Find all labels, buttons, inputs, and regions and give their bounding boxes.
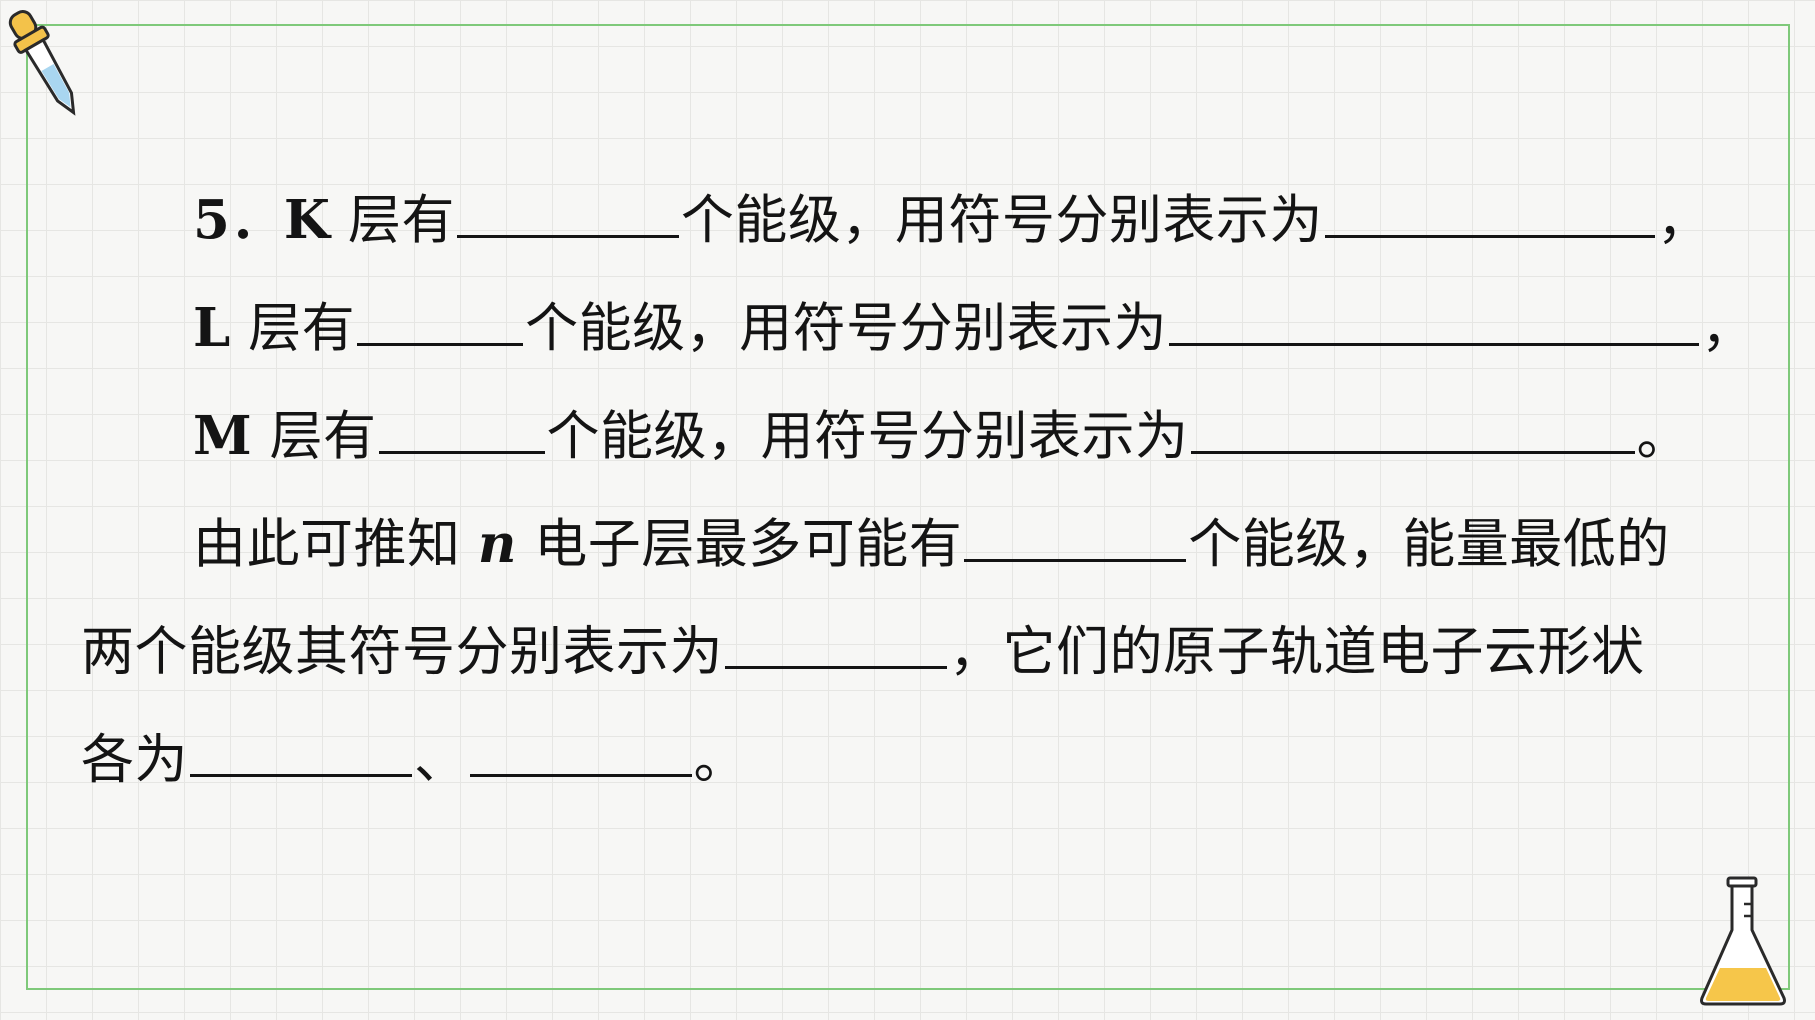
l-sublevel-count-blank[interactable]	[357, 293, 524, 346]
line3-end: 。	[1636, 406, 1691, 467]
l-sublevel-symbols-blank[interactable]	[1169, 293, 1700, 346]
question-line-2: L 层有 个能级，用符号分别表示为 ，	[193, 292, 1755, 364]
line1-end: ，	[1656, 190, 1711, 251]
line2-text-a: 层有	[230, 298, 356, 359]
k-sublevel-count-blank[interactable]	[456, 185, 679, 238]
line4-text-b: 电子层最多可能有	[516, 514, 963, 575]
question-line-4: 由此可推知 n 电子层最多可能有 个能级，能量最低的	[193, 508, 1670, 580]
line4-text-a: 由此可推知	[193, 514, 478, 575]
line4-text-c: 个能级，能量最低的	[1188, 514, 1670, 575]
question-line-1: 5．K 层有 个能级，用符号分别表示为 ，	[193, 184, 1710, 256]
shell-m-label: M	[193, 405, 253, 467]
n-symbol: n	[477, 513, 517, 575]
line5-text-a: 两个能级其符号分别表示为	[81, 621, 723, 683]
k-sublevel-symbols-blank[interactable]	[1324, 185, 1655, 238]
line2-end: ，	[1701, 298, 1755, 359]
n-shell-sublevel-count-blank[interactable]	[964, 509, 1187, 562]
m-sublevel-symbols-blank[interactable]	[1190, 401, 1635, 454]
line3-text-b: 个能级，用符号分别表示为	[546, 406, 1189, 467]
page-frame	[26, 24, 1790, 990]
question-line-3: M 层有 个能级，用符号分别表示为 。	[193, 400, 1690, 472]
line6-end: 。	[693, 729, 747, 791]
dropper-icon	[8, 10, 76, 116]
line6-sep: 、	[414, 729, 468, 791]
line1-text-a: 层有	[330, 190, 455, 251]
line6-text-a: 各为	[81, 729, 188, 791]
m-sublevel-count-blank[interactable]	[378, 401, 545, 454]
shell-l-label: L	[193, 297, 231, 359]
shell-k-label: K	[283, 189, 331, 251]
orbital-shape-blank-2[interactable]	[469, 724, 692, 778]
line5-text-b: ，它们的原子轨道电子云形状	[949, 621, 1645, 683]
question-line-5: 两个能级其符号分别表示为 ，它们的原子轨道电子云形状	[81, 616, 1645, 688]
lowest-sublevels-blank[interactable]	[725, 616, 947, 670]
question-line-6: 各为 、 。	[81, 724, 747, 796]
orbital-shape-blank-1[interactable]	[190, 724, 412, 778]
line1-text-b: 个能级，用符号分别表示为	[680, 190, 1323, 251]
flask-icon	[1700, 876, 1786, 1006]
line3-text-a: 层有	[252, 406, 377, 467]
question-number: 5．	[193, 189, 284, 251]
line2-text-b: 个能级，用符号分别表示为	[525, 298, 1168, 359]
